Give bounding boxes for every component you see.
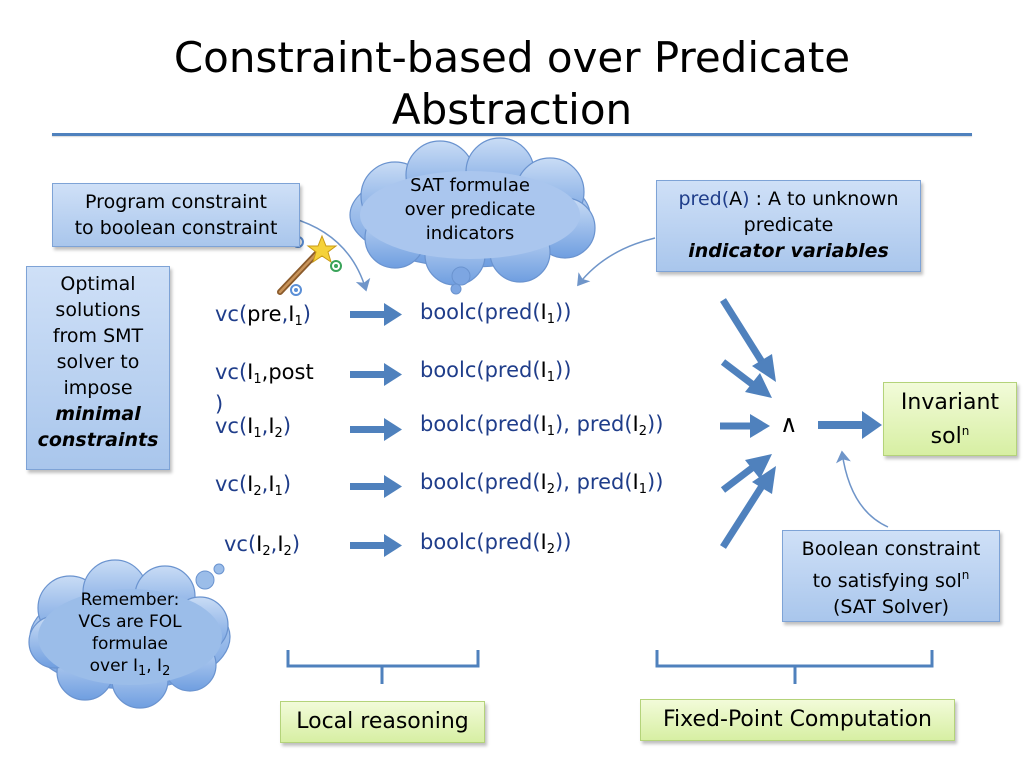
sat-cloud-line-3: indicators [425,223,515,244]
remember-line-1: Remember: [80,590,180,610]
pred-box-line-2: predicate [743,214,834,236]
optimal-line-4: solver to [56,351,140,373]
invariant-line-1: Invariant [900,390,1000,415]
slide-title: Constraint-based over Predicate Abstract… [0,32,1024,136]
program-constraint-box: Program constraint to boolean constraint [52,183,300,247]
invariant-box: Invariant soln [883,382,1017,456]
fixed-point-brace [655,650,934,684]
local-reasoning-label: Local reasoning [280,701,485,743]
boolc-label-2: boolc(pred(I1)) [420,358,572,385]
optimal-line-2: solutions [55,299,141,321]
sat-cloud-line-2: over predicate [404,199,536,220]
optimal-line-6: minimal [55,403,141,425]
arrow-vc-4 [350,475,402,498]
conjunction-symbol: ∧ [780,410,798,438]
pred-box-line-3: indicator variables [688,240,889,262]
title-underline [52,133,972,136]
arrow-to-invariant [818,411,882,439]
remember-line-2: VCs are FOL [78,612,182,632]
sat-cloud-text: SAT formulae over predicate indicators [382,174,558,246]
pred-box-line-1: pred(A) : A to unknown [678,188,899,210]
remember-cloud [28,559,231,709]
boolc-label-5: boolc(pred(I2)) [420,530,572,557]
arrow-vc-2 [350,363,402,386]
vc-label-2: vc(I1,post) [215,360,314,416]
boolc-label-4: boolc(pred(I2), pred(I1)) [420,470,664,497]
remember-line-4: over I1, I2 [89,656,171,679]
optimal-line-3: from SMT [52,325,144,347]
optimal-solutions-box: Optimal solutions from SMT solver to imp… [26,266,170,470]
vc-label-4: vc(I2,I1) [215,472,292,499]
boolc-label-3: boolc(pred(I1), pred(I2)) [420,412,664,439]
connector-program-to-vc [291,217,371,292]
connector-pred-to-boolc [577,237,656,287]
boolc-label-1: boolc(pred(I1)) [420,300,572,327]
sat-cloud [349,137,596,295]
pred-indicator-box: pred(A) : A to unknown predicate indicat… [656,180,921,272]
program-constraint-line-1: Program constraint [85,191,267,213]
arrow-vc-3 [350,418,402,441]
invariant-line-2: soln [930,424,970,449]
boolean-constraint-box: Boolean constraint to satisfying soln (S… [782,530,1000,622]
boolean-line-1: Boolean constraint [801,538,981,560]
vc-label-3: vc(I1,I2) [215,414,292,441]
vc-label-1: vc(pre,I1) [215,302,311,329]
remember-cloud-text: Remember: VCs are FOL formulae over I1, … [60,589,200,683]
remember-line-3: formulae [91,634,168,654]
program-constraint-line-2: to boolean constraint [74,217,278,239]
connector-boolean-to-invariant [836,450,889,528]
boolean-line-3: (SAT Solver) [832,596,950,618]
vc-arrows [350,303,402,557]
local-brace [286,650,480,684]
optimal-line-1: Optimal [60,273,136,295]
optimal-line-5: impose [63,377,133,399]
title-line-1: Constraint-based over Predicate [173,33,851,82]
title-line-2: Abstraction [391,85,633,134]
sat-cloud-line-1: SAT formulae [410,175,530,196]
arrow-vc-5 [350,534,402,557]
vc-label-5: vc(I2,I2) [224,532,301,559]
optimal-line-7: constraints [37,429,159,451]
fixed-point-label: Fixed-Point Computation [640,699,955,741]
converging-arrows [720,298,776,549]
boolean-line-2: to satisfying soln [812,568,970,592]
arrow-vc-1 [350,303,402,326]
